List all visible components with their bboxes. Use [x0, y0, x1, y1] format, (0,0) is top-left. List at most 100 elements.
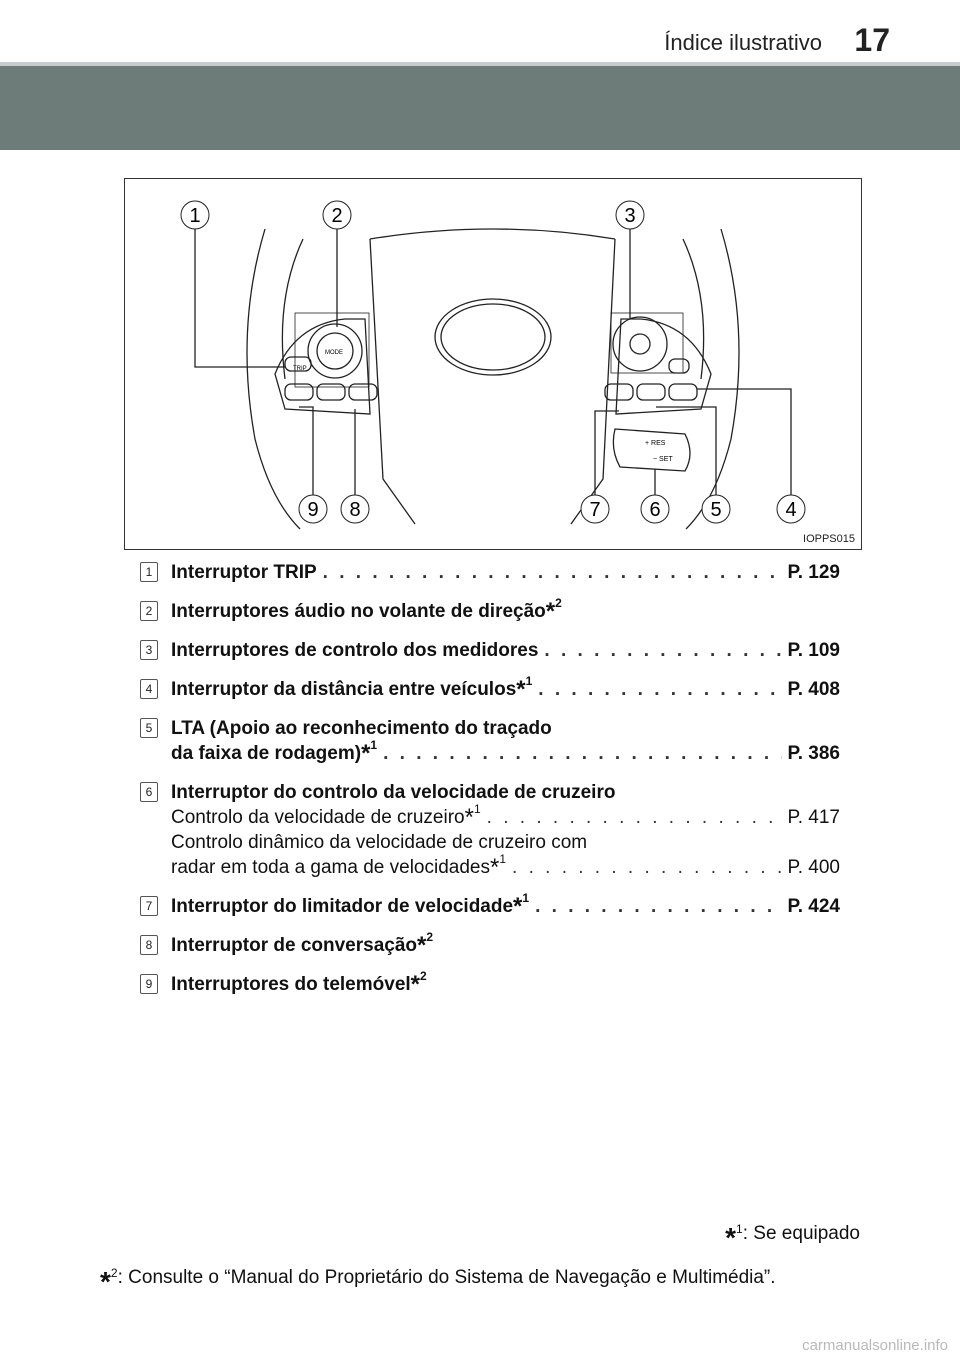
page-reference[interactable]: P. 400 — [787, 857, 840, 878]
page-title: Índice ilustrativo — [664, 30, 822, 55]
svg-text:9: 9 — [307, 499, 318, 521]
legend-line: Interruptor do limitador de velocidade*1… — [140, 891, 840, 920]
legend-number: 9 — [140, 974, 158, 994]
dot-leader — [535, 894, 781, 919]
legend-text: Controlo da velocidade de cruzeiro — [171, 807, 465, 828]
steering-wheel-illustration: TRIP MODE + RES − SET 1 2 3 4 5 6 7 8 9 — [180, 200, 806, 530]
svg-text:8: 8 — [349, 499, 360, 521]
callout-5: 5 — [701, 494, 731, 524]
footnote-ref: *2 — [545, 596, 562, 625]
legend-item-1: 1 Interruptor TRIP P. 129 — [140, 560, 840, 585]
legend-line: Controlo da velocidade de cruzeiro*1 P. 4… — [140, 802, 840, 831]
legend-text: Interruptor TRIP — [171, 562, 317, 583]
footnote-ref: *2 — [417, 930, 434, 959]
callout-4: 4 — [776, 494, 806, 524]
page-reference[interactable]: P. 129 — [787, 562, 840, 583]
page-reference[interactable]: P. 386 — [787, 743, 840, 764]
watermark: carmanualsonline.info — [802, 1337, 948, 1354]
callout-8: 8 — [340, 494, 370, 524]
footnote-2: *2: Consulte o “Manual do Proprietário d… — [100, 1266, 776, 1297]
legend-number: 1 — [140, 562, 158, 582]
trip-switch-label: TRIP — [293, 366, 307, 372]
callout-9: 9 — [298, 494, 328, 524]
legend-item-5: 5 LTA (Apoio ao reconhecimento do traçado… — [140, 716, 840, 766]
page-reference[interactable]: P. 109 — [787, 640, 840, 661]
dot-leader — [323, 560, 782, 585]
callout-2: 2 — [322, 200, 352, 230]
callout-6: 6 — [640, 494, 670, 524]
footnote-ref: *1 — [516, 674, 533, 703]
legend-line: Interruptor de conversação*2 — [140, 930, 840, 959]
legend-number: 6 — [140, 782, 158, 802]
page-reference[interactable]: P. 408 — [787, 679, 840, 700]
legend-item-6: 6 Interruptor do controlo da velocidade d… — [140, 780, 840, 880]
legend-text: da faixa de rodagem) — [171, 743, 362, 764]
footnote-ref: *1 — [513, 891, 530, 920]
legend-text: LTA (Apoio ao reconhecimento do traçado — [171, 718, 552, 739]
mode-switch-label: MODE — [325, 350, 343, 356]
legend-line: Interruptores do telemóvel*2 — [140, 969, 840, 998]
footnote-ref: *2 — [410, 969, 427, 998]
svg-text:4: 4 — [785, 499, 796, 521]
footnote-ref: *1 — [464, 802, 481, 831]
svg-text:1: 1 — [189, 205, 200, 227]
legend-line: Interruptor TRIP P. 129 — [140, 560, 840, 585]
page-number: 17 — [854, 22, 890, 58]
set-label: − SET — [653, 456, 673, 463]
page-header — [0, 0, 960, 64]
dot-leader — [544, 638, 781, 663]
svg-text:2: 2 — [331, 205, 342, 227]
svg-text:5: 5 — [710, 499, 721, 521]
footnote-ref: *1 — [361, 738, 378, 767]
page-reference[interactable]: P. 424 — [787, 896, 840, 917]
legend-line: Controlo dinâmico da velocidade de cruze… — [140, 830, 840, 855]
legend-number: 2 — [140, 601, 158, 621]
callout-7: 7 — [580, 494, 610, 524]
legend-text: Interruptores áudio no volante de direçã… — [171, 601, 546, 622]
legend-number: 8 — [140, 935, 158, 955]
footnote-1: *1: Se equipado — [725, 1222, 860, 1253]
page-reference[interactable]: P. 417 — [787, 807, 840, 828]
legend-line: da faixa de rodagem)*1 P. 386 — [140, 738, 840, 767]
legend-number: 7 — [140, 896, 158, 916]
legend-number: 4 — [140, 679, 158, 699]
legend-line: Interruptores de controlo dos medidores P… — [140, 638, 840, 663]
legend-line: Interruptores áudio no volante de direçã… — [140, 596, 840, 625]
legend-text: Interruptor da distância entre veículos — [171, 679, 517, 700]
svg-text:3: 3 — [624, 205, 635, 227]
legend-item-2: 2 Interruptores áudio no volante de direç… — [140, 596, 840, 625]
svg-text:7: 7 — [589, 499, 600, 521]
section-band — [0, 66, 960, 150]
svg-text:6: 6 — [649, 499, 660, 521]
legend-line: Interruptor da distância entre veículos*… — [140, 674, 840, 703]
res-label: + RES — [645, 440, 666, 447]
legend-text: Controlo dinâmico da velocidade de cruze… — [171, 832, 588, 853]
legend-line: Interruptor do controlo da velocidade de… — [140, 780, 840, 805]
callout-1: 1 — [180, 200, 210, 230]
legend-text: Interruptor do limitador de velocidade — [171, 896, 514, 917]
legend-text: Interruptores do telemóvel — [171, 974, 411, 995]
dot-leader — [538, 677, 781, 702]
dot-leader — [512, 855, 782, 880]
dot-leader — [383, 741, 781, 766]
legend-text: Interruptor de conversação — [171, 935, 418, 956]
figure-code: IOPPS015 — [803, 533, 855, 545]
header-rule — [0, 62, 960, 66]
legend-line: LTA (Apoio ao reconhecimento do traçado — [140, 716, 840, 741]
legend-number: 5 — [140, 718, 158, 738]
legend-text: Interruptor do controlo da velocidade de… — [171, 782, 616, 803]
footnote-ref: *1 — [489, 852, 507, 881]
legend-text: Interruptores de controlo dos medidores — [171, 640, 539, 661]
steering-wheel-figure: TRIP MODE + RES − SET 1 2 3 4 5 6 7 8 9 … — [124, 178, 862, 550]
legend-text: radar em toda a gama de velocidades — [171, 857, 490, 878]
legend-number: 3 — [140, 640, 158, 660]
legend-list: 1 Interruptor TRIP P. 129 2 Interruptores áu… — [140, 560, 840, 1011]
callout-3: 3 — [615, 200, 645, 230]
legend-line: radar em toda a gama de velocidades*1 P. … — [140, 852, 840, 881]
dot-leader — [487, 805, 782, 830]
